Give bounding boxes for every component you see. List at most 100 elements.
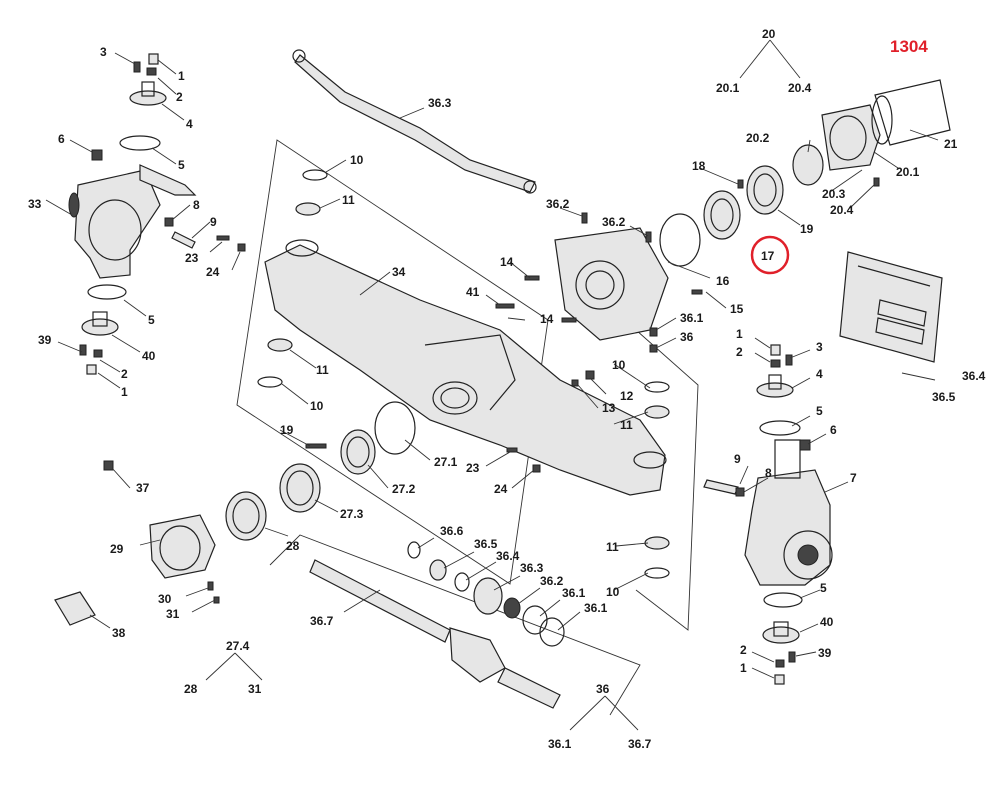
callout-2: 2 [176,90,183,104]
callout-34: 36.4 [962,369,986,383]
callout-11c: 11 [620,418,633,432]
callout-6b: 6 [830,423,837,437]
callout-33: 36.3 [428,96,452,110]
right-kingpin-top [756,344,811,451]
callout-20-1b: 20.1 [896,165,920,179]
callout-5b: 5 [148,313,155,327]
callout-36-4: 36.4 [496,549,520,563]
callout-17: 17 [761,249,775,263]
pinion-assembly [659,79,951,267]
left-kingpin-top [91,53,167,161]
diagram-code: 1304 [890,37,928,56]
callout-7: 7 [850,471,857,485]
callout-11d: 11 [606,540,619,554]
callout-1b: 1 [121,385,128,399]
right-kingpin-bottom [762,592,803,685]
callout-40b: 40 [820,615,834,629]
callout-40: 40 [142,349,156,363]
callout-10c: 10 [612,358,626,372]
callout-9: 9 [210,215,217,229]
callout-20-1a: 20.1 [716,81,740,95]
left-kingpin-bottom [79,284,127,375]
callout-38: 38 [112,626,126,640]
left-steering-knuckle [68,164,197,279]
callout-39b: 39 [818,646,832,660]
callout-22: 23 [185,251,199,265]
callout-5: 5 [178,158,185,172]
callout-18a: 19 [280,423,294,437]
callout-20-3: 20.3 [822,187,846,201]
callout-36-6: 36.6 [440,524,464,538]
callout-26: 27.3 [340,507,364,521]
callout-22b: 23 [466,461,480,475]
callout-5d: 5 [820,581,827,595]
callout-21: 21 [944,137,958,151]
callout-28: 34 [392,265,406,279]
callout-36-2: 36.2 [540,574,564,588]
section-outline [236,139,699,716]
callout-37: 37 [136,481,150,495]
axle-shaft [309,559,561,709]
left-pivot-bearings [257,169,328,388]
callout-36-7b: 36.7 [628,737,652,751]
callout-10d: 10 [606,585,620,599]
callout-4b: 4 [816,367,823,381]
callout-12: 12 [620,389,634,403]
callout-11a: 11 [342,193,355,207]
callout-2c: 2 [736,345,743,359]
callout-19: 19 [800,222,814,236]
small-fasteners [164,212,745,497]
callout-32b: 36.2 [602,215,626,229]
callout-27-1a: 28 [286,539,300,553]
callout-18b: 18 [692,159,706,173]
callout-27-4a: 31 [166,607,180,621]
steering-cylinder [292,49,537,194]
callout-36-7a: 36.7 [310,614,334,628]
callout-32a: 36.2 [546,197,570,211]
callout-36-3: 36.3 [520,561,544,575]
callout-14a: 14 [500,255,514,269]
callout-1c: 1 [736,327,743,341]
callout-20-2: 20.2 [746,131,770,145]
callout-4: 4 [186,117,193,131]
callout-10b: 10 [310,399,324,413]
right-pivot-bearings [644,327,670,579]
highlight-ring-17 [750,235,790,275]
callout-27-4b: 31 [248,682,262,696]
callout-36-1c: 36.1 [548,737,572,751]
callout-27-1b: 28 [184,682,198,696]
callout-20-4a: 20.4 [788,81,812,95]
callout-36-1b: 36.1 [584,601,608,615]
callout-3: 3 [100,45,107,59]
callout-8: 8 [193,198,200,212]
differential-housing [554,227,669,341]
callout-1d: 1 [740,661,747,675]
callout-27-2: 29 [110,542,124,556]
callout-41: 41 [466,285,480,299]
callout-2b: 2 [121,367,128,381]
callout-10a: 10 [350,153,364,167]
callout-23: 24 [206,265,220,279]
callout-14b: 14 [540,312,554,326]
callout-8b: 8 [765,466,772,480]
right-steering-knuckle [744,439,833,586]
callout-25: 27.2 [392,482,416,496]
callout-29: 33 [28,197,42,211]
callout-27-3: 30 [158,592,172,606]
leader-lines [45,39,939,731]
callout-27: 27.4 [226,639,250,653]
callout-35: 36.5 [932,390,956,404]
callout-2d: 2 [740,643,747,657]
callout-15: 15 [730,302,744,316]
callout-1: 1 [178,69,185,83]
callout-9b: 9 [734,452,741,466]
callout-36-5: 36.5 [474,537,498,551]
callout-39: 39 [38,333,52,347]
nameplate [839,251,943,381]
left-hub-parts [54,401,416,626]
callout-30: 36 [680,330,694,344]
shaft-small-parts [407,541,565,647]
callout-23b: 24 [494,482,508,496]
callout-24: 27.1 [434,455,458,469]
